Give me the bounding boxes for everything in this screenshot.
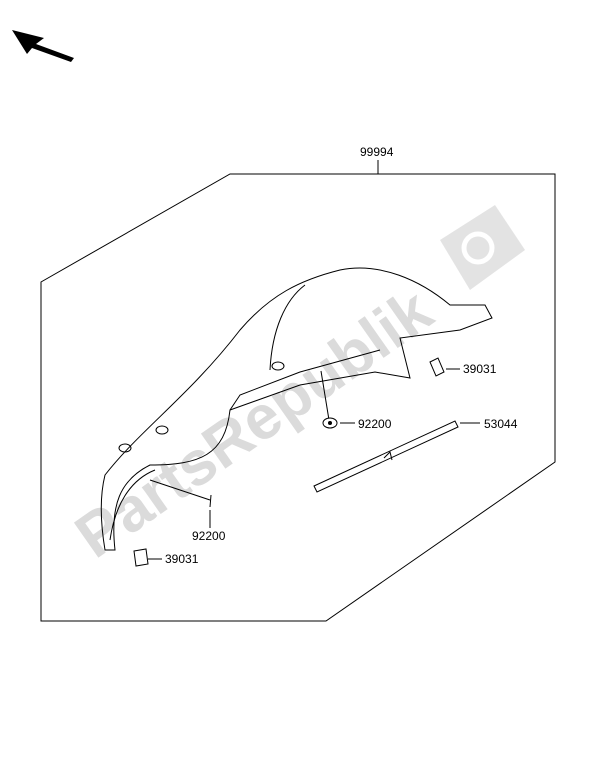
part-label-53044: 53044 xyxy=(484,417,518,431)
part-label-39031-right: 39031 xyxy=(463,362,497,376)
part-label-39031-bottom: 39031 xyxy=(165,552,199,566)
part-label-92200-right: 92200 xyxy=(358,417,392,431)
tube-53044: 53044 xyxy=(313,417,518,493)
clip-39031-bottom: 39031 xyxy=(133,548,199,567)
front-direction-arrow-icon xyxy=(12,30,74,62)
washer-92200-right: 92200 xyxy=(320,370,392,431)
part-label-99994: 99994 xyxy=(360,145,394,159)
watermark: PartsRepublik xyxy=(63,205,525,571)
part-label-92200-bottom: 92200 xyxy=(192,529,226,543)
gear-logo-icon xyxy=(440,205,525,290)
seat-cover xyxy=(100,267,493,551)
pin-92200-bottom: 92200 xyxy=(149,479,226,543)
clip-39031-right: 39031 xyxy=(429,357,497,377)
kit-outline xyxy=(40,173,556,622)
